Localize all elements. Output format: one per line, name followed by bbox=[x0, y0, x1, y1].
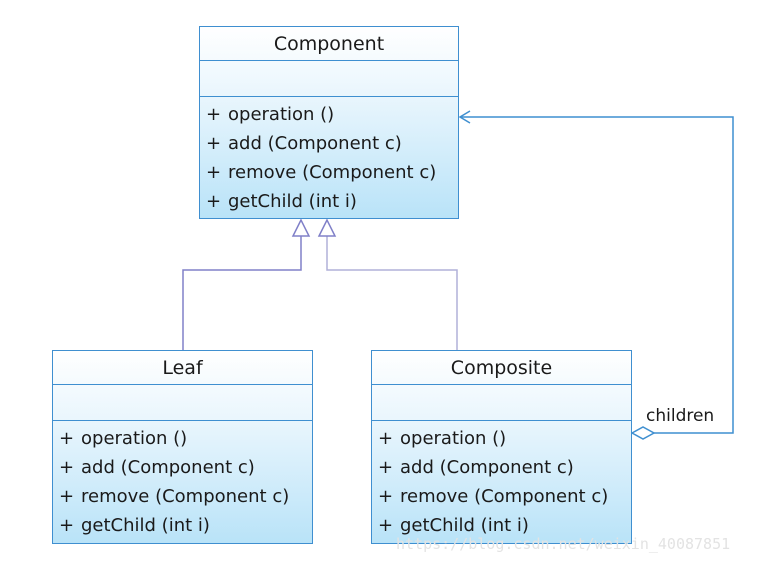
visibility-marker: + bbox=[378, 515, 394, 536]
composite-operations-compartment: + operation () + add (Component c) + remove… bbox=[372, 421, 631, 540]
visibility-marker: + bbox=[206, 191, 222, 212]
operation-row: + add (Component c) bbox=[53, 453, 312, 482]
composite-class[interactable]: Composite + operation () + add (Component … bbox=[371, 350, 632, 544]
aggregation-line bbox=[460, 116, 734, 434]
operation-signature: getChild (int i) bbox=[81, 515, 210, 536]
operation-row: + remove (Component c) bbox=[200, 158, 458, 187]
operation-row: + operation () bbox=[372, 424, 631, 453]
composite-generalization-line bbox=[326, 236, 458, 350]
operation-row: + getChild (int i) bbox=[372, 511, 631, 540]
visibility-marker: + bbox=[59, 428, 75, 449]
operation-row: + getChild (int i) bbox=[53, 511, 312, 540]
operation-signature: add (Component c) bbox=[400, 457, 574, 478]
operation-signature: remove (Component c) bbox=[400, 486, 609, 507]
visibility-marker: + bbox=[206, 162, 222, 183]
leaf-class-name: Leaf bbox=[53, 351, 312, 385]
operation-signature: add (Component c) bbox=[228, 133, 402, 154]
operation-row: + remove (Component c) bbox=[53, 482, 312, 511]
operation-row: + add (Component c) bbox=[200, 129, 458, 158]
component-class[interactable]: Component + operation () + add (Component … bbox=[199, 26, 459, 219]
watermark: https://blog.csdn.net/weixin_40087851 bbox=[396, 535, 731, 553]
visibility-marker: + bbox=[59, 457, 75, 478]
leaf-class[interactable]: Leaf + operation () + add (Component c) + r… bbox=[52, 350, 313, 544]
visibility-marker: + bbox=[59, 515, 75, 536]
operation-row: + add (Component c) bbox=[372, 453, 631, 482]
leaf-attributes-compartment bbox=[53, 385, 312, 421]
operation-signature: getChild (int i) bbox=[400, 515, 529, 536]
operation-signature: remove (Component c) bbox=[81, 486, 290, 507]
operation-signature: operation () bbox=[228, 104, 335, 125]
visibility-marker: + bbox=[59, 486, 75, 507]
aggregation-diamond bbox=[630, 426, 656, 440]
visibility-marker: + bbox=[206, 133, 222, 154]
operation-row: + operation () bbox=[200, 100, 458, 129]
composite-attributes-compartment bbox=[372, 385, 631, 421]
leaf-operations-compartment: + operation () + add (Component c) + remove… bbox=[53, 421, 312, 540]
operation-signature: remove (Component c) bbox=[228, 162, 437, 183]
operation-row: + remove (Component c) bbox=[372, 482, 631, 511]
operation-row: + operation () bbox=[53, 424, 312, 453]
leaf-generalization-arrowhead bbox=[291, 218, 311, 237]
operation-signature: add (Component c) bbox=[81, 457, 255, 478]
visibility-marker: + bbox=[378, 428, 394, 449]
operation-signature: operation () bbox=[400, 428, 507, 449]
aggregation-arrowhead bbox=[458, 110, 471, 124]
composite-class-name: Composite bbox=[372, 351, 631, 385]
children-role-label: children bbox=[646, 406, 715, 426]
visibility-marker: + bbox=[206, 104, 222, 125]
visibility-marker: + bbox=[378, 457, 394, 478]
operation-row: + getChild (int i) bbox=[200, 187, 458, 216]
component-attributes-compartment bbox=[200, 61, 458, 97]
component-operations-compartment: + operation () + add (Component c) + remove… bbox=[200, 97, 458, 216]
operation-signature: getChild (int i) bbox=[228, 191, 357, 212]
component-class-name: Component bbox=[200, 27, 458, 61]
composite-generalization-arrowhead bbox=[317, 218, 337, 237]
visibility-marker: + bbox=[378, 486, 394, 507]
operation-signature: operation () bbox=[81, 428, 188, 449]
leaf-generalization-line bbox=[182, 236, 302, 350]
